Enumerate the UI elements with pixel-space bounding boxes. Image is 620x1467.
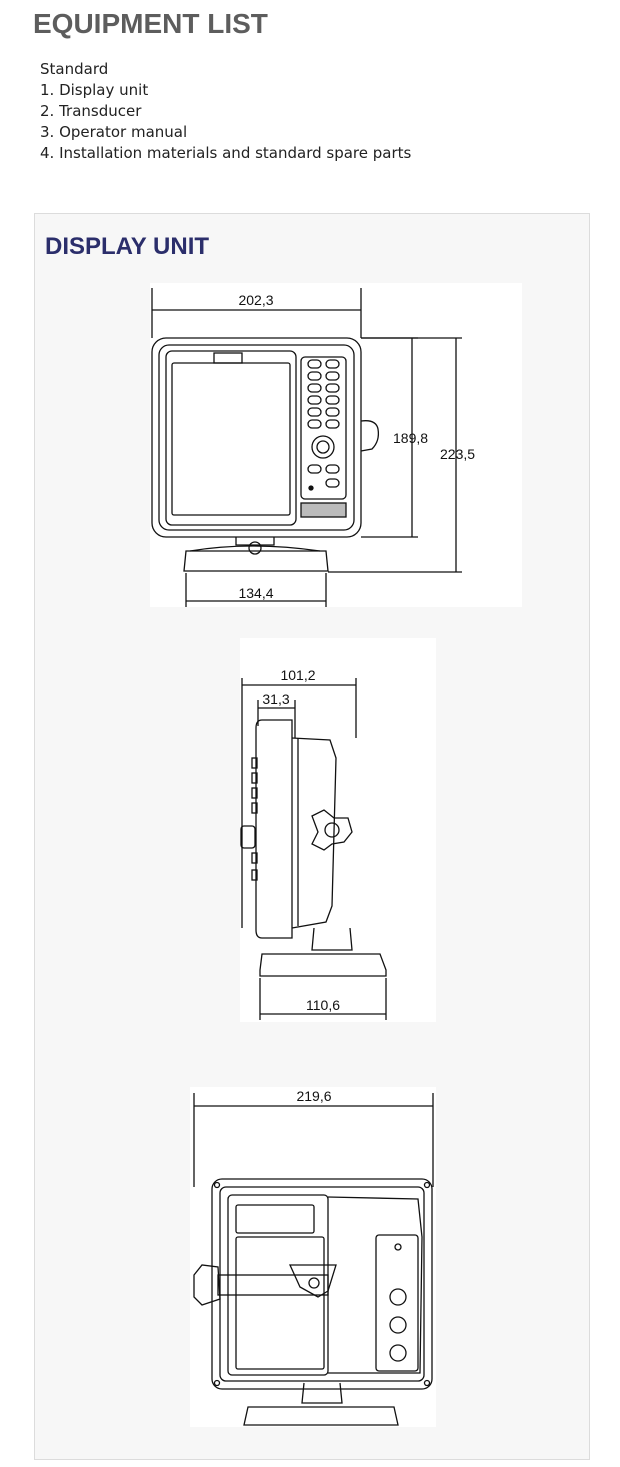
side-view-svg: 101,2 31,3 110,6 — [240, 667, 387, 1020]
equipment-heading: Standard — [40, 60, 109, 78]
rear-view-svg: 219,6 — [193, 1088, 434, 1426]
front-view-drawing: 202,3 189,8 223,5 134,4 — [150, 283, 522, 607]
front-width-label: 202,3 — [238, 292, 273, 308]
rear-view-drawing: 219,6 — [190, 1087, 436, 1427]
rear-width-label: 219,6 — [296, 1088, 331, 1104]
list-item: 2. Transducer — [40, 102, 142, 120]
base-depth-label: 110,6 — [306, 997, 340, 1013]
list-item: 3. Operator manual — [40, 123, 188, 141]
list-item: 1. Display unit — [40, 81, 149, 99]
list-item: 4. Installation materials and standard s… — [40, 144, 412, 162]
base-width-label: 134,4 — [238, 585, 273, 601]
equipment-list: Standard 1. Display unit 2. Transducer 3… — [40, 59, 411, 164]
front-depth-label: 31,3 — [262, 691, 289, 707]
page-title: EQUIPMENT LIST — [33, 8, 268, 39]
side-depth-label: 101,2 — [280, 667, 315, 683]
side-view-drawing: 101,2 31,3 110,6 — [240, 638, 436, 1022]
screen-height-label: 189,8 — [393, 430, 428, 446]
front-view-svg: 202,3 189,8 223,5 134,4 — [151, 288, 475, 607]
section-title: DISPLAY UNIT — [45, 233, 210, 260]
total-height-label: 223,5 — [440, 446, 475, 462]
